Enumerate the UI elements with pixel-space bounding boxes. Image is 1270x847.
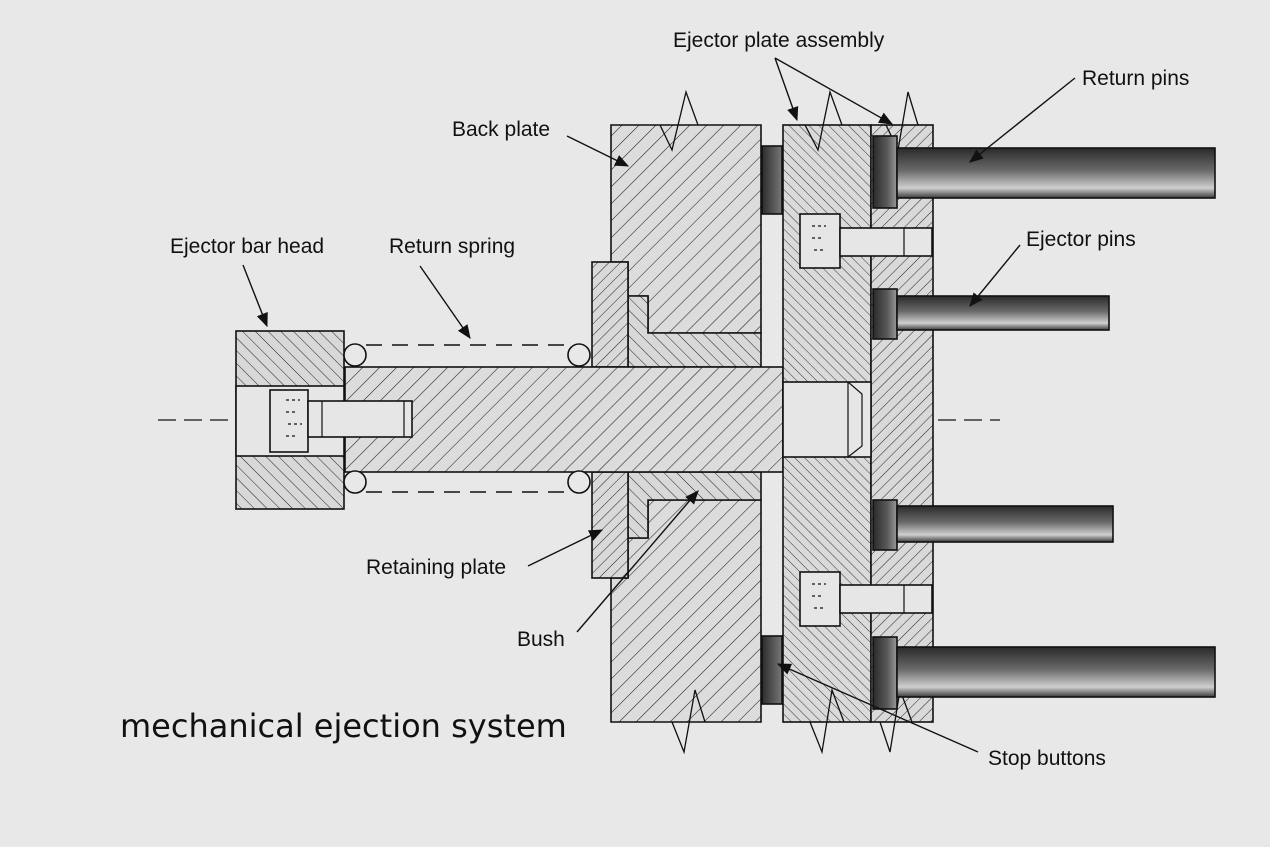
- return-pins: [872, 135, 1216, 710]
- ejector-bar-head: [235, 330, 413, 510]
- diagram-title: mechanical ejection system: [120, 707, 567, 745]
- back-plate: [610, 89, 762, 755]
- ejector-pins: [872, 288, 1114, 551]
- return-spring: [343, 343, 591, 494]
- retaining-plate: [591, 261, 629, 579]
- stop-buttons: [761, 145, 783, 705]
- leader-lines: [242, 57, 1076, 753]
- label-stop-buttons: Stop buttons: [988, 747, 1106, 770]
- label-return-spring: Return spring: [389, 235, 515, 258]
- label-return-pins: Return pins: [1082, 67, 1189, 90]
- label-back-plate: Back plate: [452, 118, 550, 141]
- label-ejector-bar-head: Ejector bar head: [170, 235, 324, 258]
- label-ejector-pins: Ejector pins: [1026, 228, 1136, 251]
- label-retaining-plate: Retaining plate: [366, 556, 506, 579]
- ejector-rod: [344, 366, 784, 473]
- label-ejector-plate-assembly: Ejector plate assembly: [673, 29, 885, 52]
- label-bush: Bush: [517, 628, 565, 651]
- ejector-plate-assembly: [782, 89, 934, 755]
